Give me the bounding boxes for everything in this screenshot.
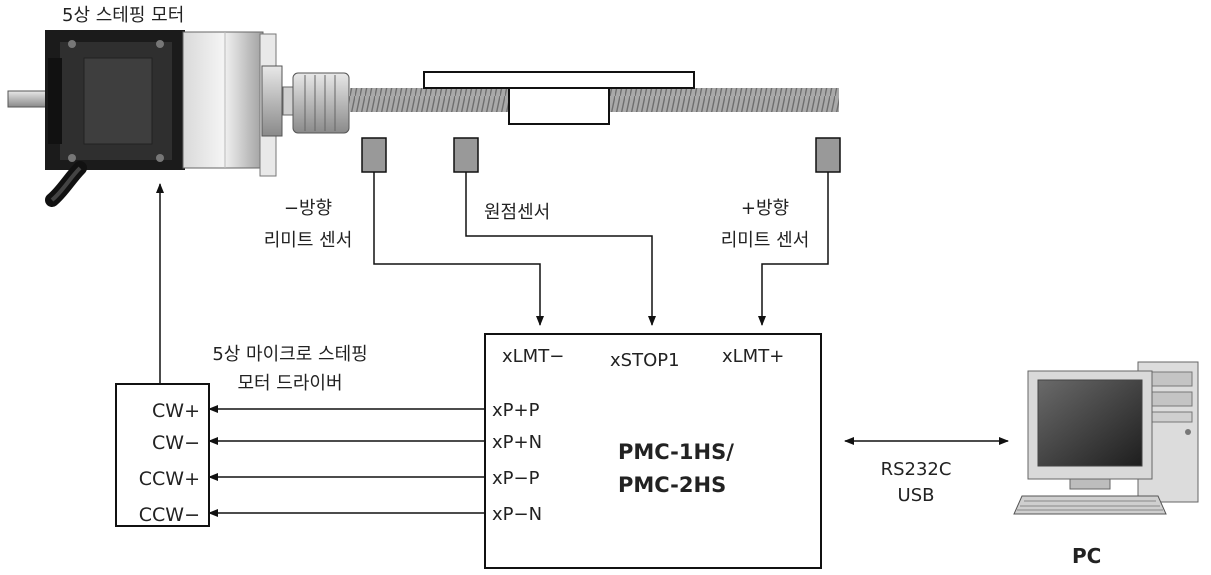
output-xp-minus-p: xP−P — [492, 468, 540, 489]
plus-sensor-label-line1: +방향 — [740, 198, 790, 219]
link-label-line2: USB — [897, 485, 935, 506]
wire-minus-limit — [373, 172, 544, 326]
pc-label: PC — [1072, 544, 1102, 568]
minus-limit-sensor — [361, 137, 387, 173]
wire-origin — [465, 172, 656, 326]
minus-sensor-label-line1: −방향 — [283, 198, 333, 219]
wire-plus-limit — [758, 172, 829, 326]
minus-sensor-label-line2: 리미트 센서 — [263, 230, 353, 251]
output-xp-plus-p: xP+P — [492, 400, 540, 421]
input-xlmt-minus: xLMT− — [502, 346, 565, 367]
driver-title-line2: 모터 드라이버 — [237, 373, 343, 394]
origin-sensor-label: 원점센서 — [484, 202, 551, 223]
terminal-cw-plus: CW+ — [152, 400, 200, 422]
controller-name-line2: PMC-2HS — [618, 473, 727, 497]
output-xp-plus-n: xP+N — [492, 432, 543, 453]
coupling-image — [282, 72, 350, 134]
link-label-line1: RS232C — [880, 459, 952, 480]
controller-name-line1: PMC-1HS/ — [618, 440, 734, 464]
terminal-ccw-minus: CCW− — [138, 504, 200, 526]
pc-image — [1013, 361, 1199, 515]
terminal-cw-minus: CW− — [152, 432, 200, 454]
terminal-ccw-plus: CCW+ — [138, 468, 200, 490]
motor-label: 5상 스테핑 모터 — [62, 5, 185, 26]
plus-sensor-label-line2: 리미트 센서 — [720, 230, 810, 251]
motor-driver-box: CW+ CW− CCW+ CCW− — [115, 383, 210, 527]
ball-nut — [508, 87, 610, 125]
input-xlmt-plus: xLMT+ — [722, 346, 785, 367]
stepping-motor-image — [7, 30, 283, 207]
output-xp-minus-n: xP−N — [492, 504, 543, 525]
pmc-controller-box: xLMT− xSTOP1 xLMT+ xP+P xP+N xP−P xP−N P… — [484, 333, 822, 569]
origin-sensor — [453, 137, 479, 173]
driver-title-line1: 5상 마이크로 스테핑 — [212, 344, 368, 365]
plus-limit-sensor — [815, 137, 841, 173]
stage-table — [423, 71, 695, 89]
input-xstop1: xSTOP1 — [610, 350, 680, 371]
